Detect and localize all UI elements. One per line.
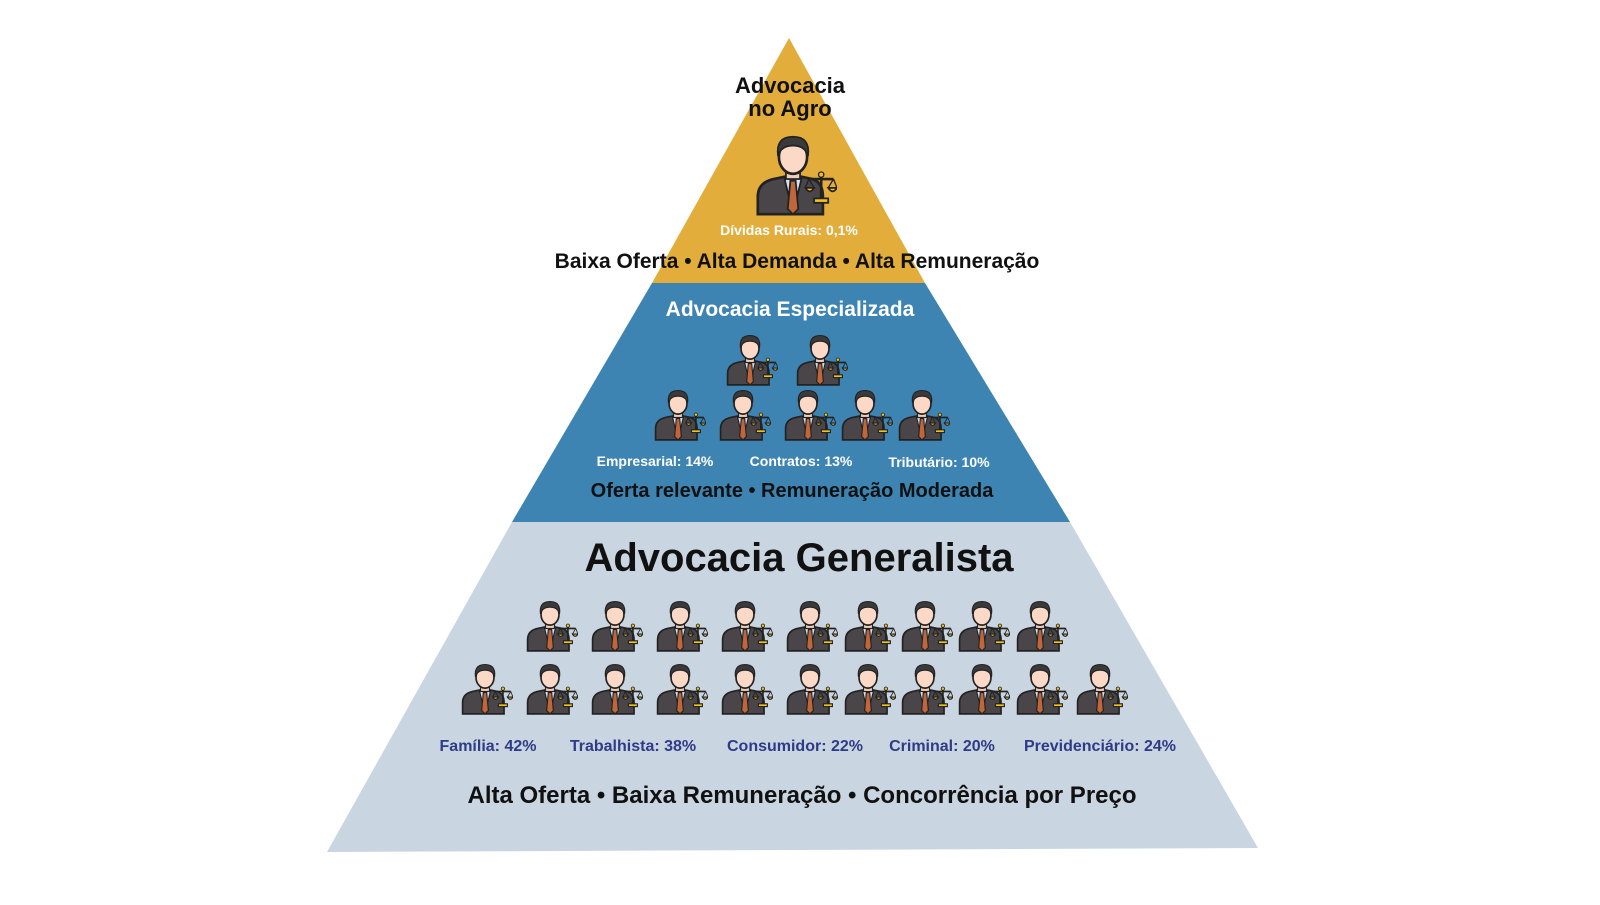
middle-tier-title: Advocacia Especializada — [666, 298, 915, 321]
top-tier-area: Dívidas Rurais: 0,1% — [720, 222, 858, 238]
bottom-tier-area: Família: 42% — [440, 738, 537, 755]
bottom-tier-area: Criminal: 20% — [889, 738, 995, 755]
middle-tier-summary: Oferta relevante • Remuneração Moderada — [591, 480, 995, 502]
middle-tier-area: Tributário: 10% — [888, 454, 990, 470]
middle-tier-area: Empresarial: 14% — [597, 453, 714, 469]
bottom-tier-summary: Alta Oferta • Baixa Remuneração • Concor… — [467, 782, 1136, 809]
bottom-tier-area: Consumidor: 22% — [727, 738, 863, 755]
top-tier-title-line2: no Agro — [748, 96, 832, 121]
middle-tier-area: Contratos: 13% — [750, 453, 853, 469]
top-tier-summary: Baixa Oferta • Alta Demanda • Alta Remun… — [555, 250, 1040, 273]
top-tier-title-line1: Advocacia — [735, 73, 846, 98]
pyramid-bottom-tier — [327, 522, 1258, 852]
pyramid-middle-tier — [512, 283, 1070, 522]
bottom-tier-area: Previdenciário: 24% — [1024, 738, 1176, 755]
bottom-tier-area: Trabalhista: 38% — [570, 738, 696, 755]
bottom-tier-title: Advocacia Generalista — [584, 536, 1014, 580]
